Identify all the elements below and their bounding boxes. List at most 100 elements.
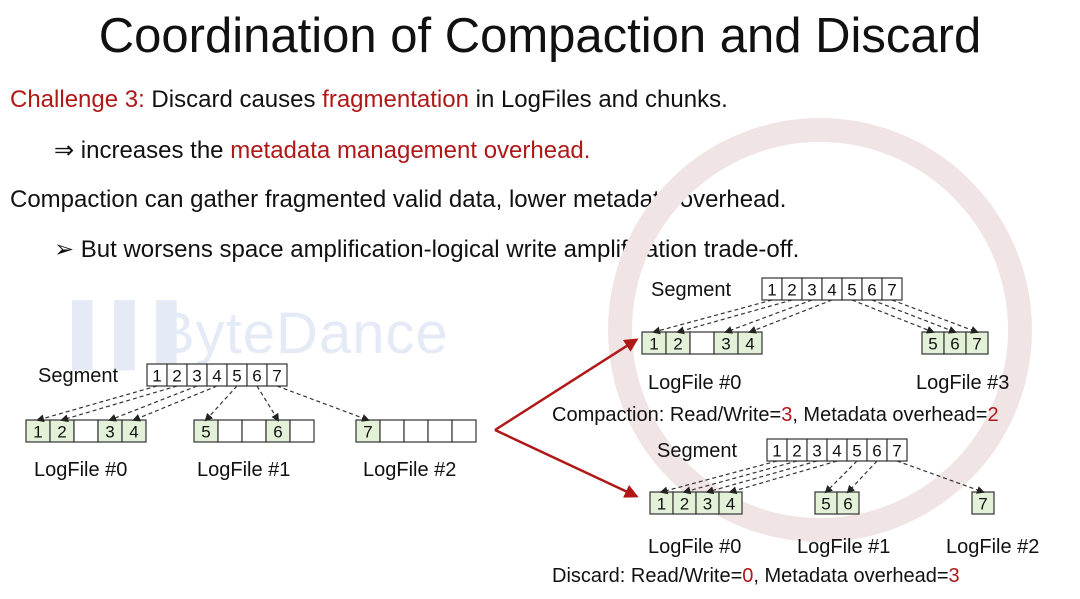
left-logfile-2-cell — [451, 419, 477, 443]
compaction-arrow-7 — [891, 299, 979, 334]
left-logfile-1-cell — [217, 419, 243, 443]
compaction-segment-label: Segment — [651, 279, 731, 301]
discard-arrow-3 — [705, 460, 818, 495]
compaction-caption-mid: , Metadata overhead= — [792, 404, 987, 426]
challenge-text-1: Discard causes — [144, 86, 323, 113]
compaction-logfile-3-cell-label: 5 — [928, 335, 937, 354]
left-logfile-0-cell-label: 3 — [105, 423, 114, 442]
left-logfile-2-cell — [379, 419, 405, 443]
discard-logfile-2: 7 — [971, 491, 995, 515]
compaction-segment-cell-label: 5 — [847, 281, 856, 300]
discard-segment-cell-label: 2 — [792, 442, 801, 461]
discard-logfile-0-cell-label: 2 — [680, 495, 689, 514]
compaction-segment-cell-label: 1 — [767, 281, 776, 300]
discard-segment-cell-label: 5 — [852, 442, 861, 461]
left-logfile-2-cell — [427, 419, 453, 443]
compaction-arrow-5 — [851, 299, 935, 334]
left-arrow-6 — [256, 385, 280, 422]
left-segment-cell-label: 4 — [212, 367, 221, 386]
segment-label: Segment — [38, 365, 118, 387]
challenge-text-2: in LogFiles and chunks. — [468, 86, 728, 113]
discard-logfile-1-cell-label: 6 — [843, 495, 852, 514]
left-arrow-4 — [132, 385, 218, 422]
left-logfile-2: 7 — [355, 419, 477, 443]
watermark-text: ByteDance — [156, 301, 449, 366]
seal-watermark-icon — [608, 118, 1032, 542]
left-logfile-0-cell-label: 2 — [57, 423, 66, 442]
left-logfile-2-cell — [403, 419, 429, 443]
discard-segment-cell-label: 3 — [812, 442, 821, 461]
compaction-logfile-3-cell-label: 6 — [950, 335, 959, 354]
compaction-logfile-3-label: LogFile #3 — [916, 372, 1009, 394]
discard-segment-cell-label: 4 — [832, 442, 841, 461]
compaction-segment-cell-label: 6 — [867, 281, 876, 300]
discard-rw-value: 0 — [742, 565, 753, 587]
compaction-arrow-2 — [676, 299, 793, 335]
left-arrow-5 — [204, 385, 238, 422]
compaction-caption: Compaction: Read/Write=3, Metadata overh… — [552, 404, 999, 426]
left-logfile-0-cell — [73, 419, 99, 443]
left-segment-cell-label: 1 — [152, 367, 161, 386]
left-arrow-1 — [36, 385, 158, 423]
discard-caption-prefix: Discard: Read/Write= — [552, 565, 742, 587]
challenge-keyword: fragmentation — [322, 86, 469, 113]
left-segment-cell-label: 7 — [272, 367, 281, 386]
compaction-arrow-4 — [748, 299, 833, 334]
discard-logfile-1-label: LogFile #1 — [797, 536, 890, 558]
left-segment-cell-label: 5 — [232, 367, 241, 386]
discard-caption-mid: , Metadata overhead= — [753, 565, 948, 587]
discard-logfile-0-cell-label: 1 — [657, 495, 666, 514]
discard-segment-label: Segment — [657, 440, 737, 462]
left-segment-cell-label: 6 — [252, 367, 261, 386]
discard-branch-arrow — [494, 428, 639, 498]
compaction-caption-prefix: Compaction: Read/Write= — [552, 404, 781, 426]
left-logfile-0-cell-label: 1 — [33, 423, 42, 442]
consequence-keyword: metadata management overhead. — [230, 137, 591, 164]
compaction-logfile-0-cell-label: 1 — [649, 335, 658, 354]
left-segment-cell-label: 3 — [192, 367, 201, 386]
challenge-label: Challenge 3: — [10, 86, 145, 113]
compaction-logfile-0-cell-label: 3 — [721, 335, 730, 354]
compaction-segment-cell-label: 4 — [827, 281, 836, 300]
compaction-logfile-3-cell-label: 7 — [972, 335, 981, 354]
discard-logfile-2-label: LogFile #2 — [946, 536, 1039, 558]
discard-segment-cell-label: 1 — [772, 442, 781, 461]
compaction-segment-cell-label: 3 — [807, 281, 816, 300]
left-logfile-1-cell — [241, 419, 267, 443]
left-logfile-0-label: LogFile #0 — [34, 459, 127, 481]
discard-meta-value: 3 — [949, 565, 960, 587]
discard-segment-cell-label: 7 — [892, 442, 901, 461]
compaction-arrow-6 — [871, 299, 957, 334]
bytedance-watermark: ▌▌▌ByteDance — [72, 300, 449, 367]
left-logfile-2-cell-label: 7 — [363, 423, 372, 442]
left-logfile-2-label: LogFile #2 — [363, 459, 456, 481]
left-arrow-7 — [276, 385, 370, 422]
discard-caption: Discard: Read/Write=0, Metadata overhead… — [552, 565, 960, 587]
left-logfile-1-cell — [289, 419, 315, 443]
discard-arrow-2 — [682, 460, 798, 495]
left-arrow-3 — [108, 385, 198, 422]
compaction-arrow-3 — [724, 299, 813, 334]
discard-arrow-1 — [659, 460, 778, 495]
discard-arrow-6 — [846, 460, 878, 494]
compaction-logfile-0-cell-label: 4 — [745, 335, 754, 354]
compaction-rw-value: 3 — [781, 404, 792, 426]
compaction-arrow-1 — [652, 299, 773, 335]
consequence-text: ⇒ increases the — [54, 137, 231, 164]
discard-arrow-5 — [824, 460, 858, 494]
left-logfile-1-cell-label: 6 — [273, 423, 282, 442]
left-logfile-1-cell-label: 5 — [201, 423, 210, 442]
compaction-branch-arrow — [494, 338, 639, 432]
discard-logfile-2-cell-label: 7 — [978, 495, 987, 514]
left-segment-cell-label: 2 — [172, 367, 181, 386]
compaction-logfile-0-cell — [689, 331, 715, 355]
left-logfile-1-label: LogFile #1 — [197, 459, 290, 481]
discard-logfile-0-label: LogFile #0 — [648, 536, 741, 558]
compaction-meta-value: 2 — [987, 404, 998, 426]
